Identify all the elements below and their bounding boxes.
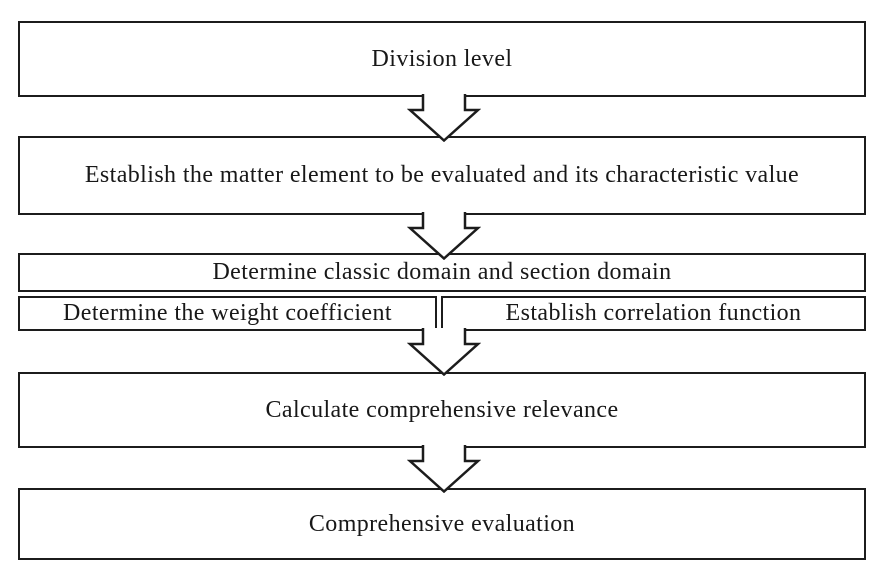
flow-box-label: Determine the weight coefficient: [63, 300, 392, 326]
flow-box-label: Calculate comprehensive relevance: [265, 396, 619, 423]
flow-box-label: Establish the matter element to be evalu…: [84, 162, 800, 188]
flow-box-division-level: Division level: [18, 21, 866, 97]
down-arrow-icon: [407, 445, 481, 493]
down-arrow-icon: [407, 212, 481, 260]
flow-box-label: Determine classic domain and section dom…: [212, 259, 672, 285]
flow-box-label: Comprehensive evaluation: [308, 510, 576, 537]
down-arrow-icon: [407, 94, 481, 142]
flow-box-matter-element: Establish the matter element to be evalu…: [18, 136, 866, 215]
flow-box-label: Establish correlation function: [505, 300, 802, 326]
flow-box-label: Division level: [371, 45, 513, 72]
flow-box-comprehensive-relevance: Calculate comprehensive relevance: [18, 372, 866, 448]
flow-box-weight-coefficient: Determine the weight coefficient: [18, 296, 437, 331]
flow-box-correlation-function: Establish correlation function: [441, 296, 866, 331]
flow-box-comprehensive-evaluation: Comprehensive evaluation: [18, 488, 866, 560]
down-arrow-icon: [407, 328, 481, 376]
